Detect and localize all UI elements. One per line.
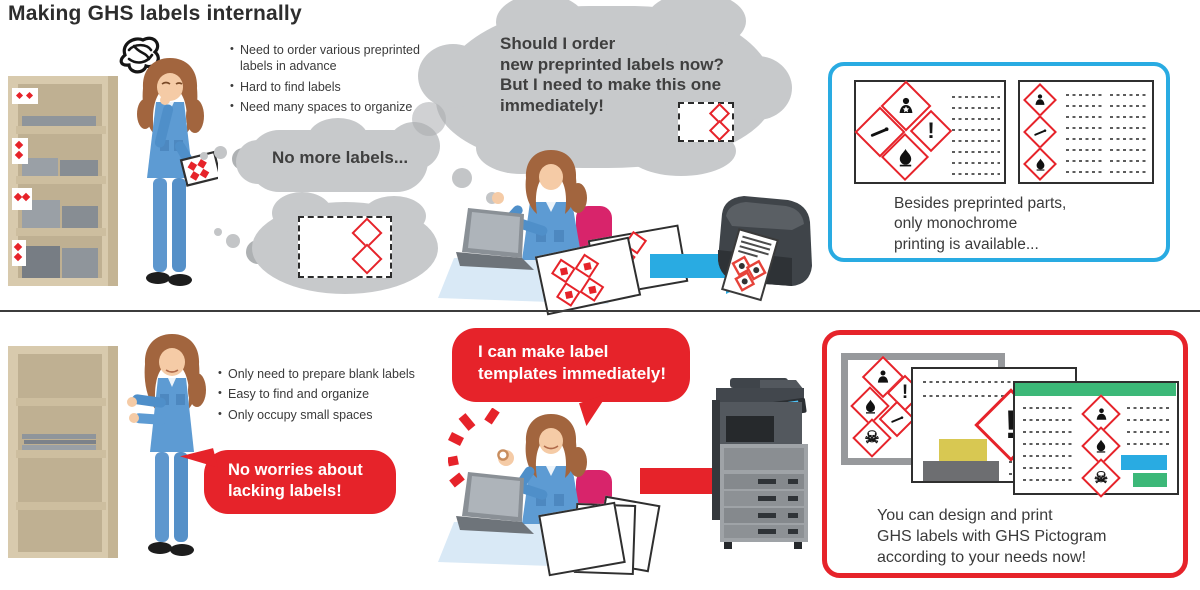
- monochrome-result-box: !: [828, 62, 1170, 262]
- ghs-health-hazard-icon: [861, 355, 905, 399]
- preprinted-label-column: [1018, 80, 1154, 184]
- ghs-slash-icon: [854, 106, 906, 158]
- label-printer-illustration: [718, 196, 812, 302]
- thought-trail-dot: [452, 168, 472, 188]
- list-item: Only occupy small spaces: [218, 407, 443, 423]
- printed-label: [721, 228, 780, 302]
- design-print-result-box: ! ☠ !: [822, 330, 1188, 578]
- raised-hand: [492, 192, 504, 204]
- page-title: Making GHS labels internally: [8, 2, 302, 25]
- list-item: Only need to prepare blank labels: [218, 366, 443, 382]
- cyan-text-block: [1121, 455, 1167, 470]
- green-header-bar: [1015, 383, 1176, 396]
- face: [539, 164, 563, 190]
- list-item: Hard to find labels: [230, 79, 435, 95]
- single-blank-stack: [22, 434, 96, 450]
- thought-trail-dot: [200, 152, 208, 160]
- empty-label-shelf-illustration: [8, 346, 118, 558]
- speech-bubble-templates: I can make label templates immediately!: [452, 328, 690, 427]
- mfp-printer-illustration: [712, 378, 808, 549]
- face: [159, 348, 185, 376]
- monochrome-note: Besides preprinted parts, only monochrom…: [894, 195, 1067, 253]
- designed-label-front: ☠: [1013, 381, 1179, 498]
- worker-gesturing-illustration: [127, 334, 206, 556]
- label-stacks: [22, 116, 98, 278]
- result-note: You can design and print GHS labels with…: [877, 507, 1107, 567]
- paper-drawers: [724, 474, 804, 538]
- ghs-health-hazard-icon: [880, 80, 932, 132]
- blank-label-graphic: [298, 216, 392, 278]
- thought-label-graphic: [678, 102, 734, 142]
- ghs-health-hazard-icon: [1081, 394, 1121, 434]
- hand: [160, 95, 170, 105]
- thought-bubble-cloud: Should I order new preprinted labels now…: [412, 0, 792, 176]
- ghs-slash-icon: [1023, 115, 1057, 149]
- list-item: Easy to find and organize: [218, 386, 443, 402]
- list-item: Need many spaces to organize: [230, 99, 435, 115]
- laptop-keyboard: [456, 516, 534, 534]
- blank-sheets: [538, 495, 673, 584]
- uniform-jacket: [522, 202, 582, 260]
- green-text-block: [1133, 473, 1167, 487]
- shelf-tags: [12, 88, 38, 266]
- laptop-keyboard: [456, 252, 534, 270]
- list-item: Need to order various preprinted labels …: [230, 42, 435, 75]
- preprinted-label-multi: !: [854, 80, 1006, 184]
- thought-trail-dot: [226, 234, 240, 248]
- gray-text-block: [923, 461, 999, 481]
- ghs-flame-icon: [850, 386, 890, 426]
- ghs-flame-icon: [1081, 426, 1121, 466]
- ghs-flame-icon: [1023, 147, 1057, 181]
- ghs-slash-icon: [878, 400, 916, 438]
- ok-hand: [497, 449, 514, 466]
- blank-label-cloud: [252, 192, 438, 294]
- no-more-labels-text: No more labels...: [272, 148, 409, 167]
- ghs-flame-icon: [880, 132, 930, 182]
- no-more-labels-cloud: No more labels...: [236, 118, 440, 192]
- face: [157, 73, 183, 101]
- yellow-text-block: [939, 439, 987, 461]
- ghs-health-hazard-icon: [1023, 83, 1057, 117]
- ghs-skull-icon: ☠: [1081, 458, 1121, 498]
- section-divider: [0, 310, 1200, 312]
- full-label-shelf-illustration: [8, 76, 118, 286]
- uniform-jacket: [147, 102, 193, 178]
- held-label-card: [179, 150, 218, 187]
- thought-text: Should I order new preprinted labels now…: [500, 34, 724, 116]
- speech-bubble-no-worries: No worries about lacking labels!: [180, 448, 396, 514]
- thought-trail-dot: [214, 146, 227, 159]
- face: [539, 428, 563, 454]
- thought-trail-dot: [214, 228, 222, 236]
- ghs-diamond-outline-icon: [708, 119, 731, 142]
- problem-bullet-list: Need to order various preprinted labels …: [230, 42, 435, 119]
- label-card: [534, 236, 642, 316]
- benefit-bullet-list: Only need to prepare blank labels Easy t…: [218, 366, 443, 427]
- ghs-diamond-outline-icon: [351, 243, 383, 275]
- worker-thinking-illustration: [137, 58, 218, 286]
